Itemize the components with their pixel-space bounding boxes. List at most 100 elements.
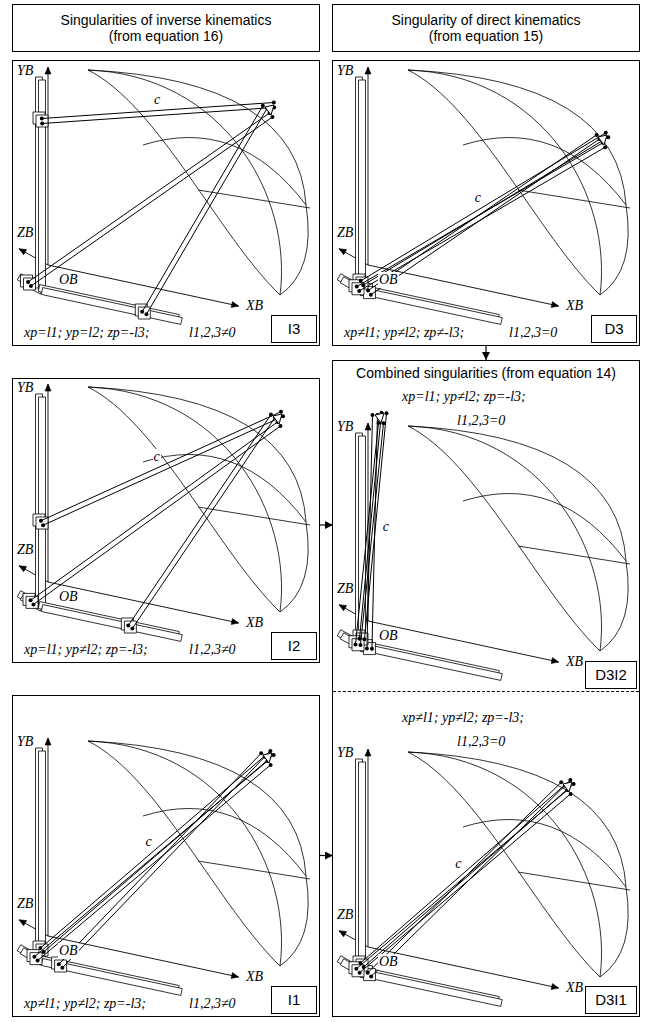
condition-text: l1,2,3≠0: [188, 325, 237, 341]
case-label: D3I2: [595, 666, 627, 683]
axis-arrowhead: [339, 605, 347, 611]
workspace-arc: [463, 494, 626, 562]
condition-text: xp=l1; yp≠l2; zp=-l3;: [23, 642, 149, 658]
case-tag: I3: [271, 315, 317, 343]
joint-dot: [144, 312, 148, 316]
moving-platform: [263, 753, 272, 763]
parallelogram-link: [356, 423, 379, 645]
parallelogram-link: [33, 426, 280, 604]
joint-dot: [26, 280, 30, 284]
parallelogram-link: [360, 780, 570, 963]
workspace-arc: [88, 387, 306, 522]
parallelogram-link: [42, 107, 274, 123]
joint-dot: [57, 962, 61, 966]
guide-beam: [361, 288, 502, 325]
link-label: c: [144, 834, 152, 850]
parallelogram-link: [356, 790, 567, 969]
parallelogram-link: [31, 117, 273, 286]
header-text: Singularity of direct kinematics (from e…: [377, 12, 595, 44]
parallelogram-link: [40, 751, 270, 948]
mechanism-drawing: [13, 379, 319, 662]
link-label: c: [382, 519, 390, 535]
axis-arrowhead: [231, 973, 238, 979]
parallelogram-link: [360, 794, 571, 973]
guide-beam: [359, 80, 366, 291]
workspace-arc: [408, 426, 626, 561]
joint-dot: [126, 624, 130, 628]
moving-platform: [375, 413, 384, 423]
axis-line: [368, 749, 369, 947]
parallelogram-link: [146, 108, 267, 314]
joint-dot: [60, 966, 64, 970]
guide-beam: [340, 277, 363, 294]
joint-dot: [604, 131, 608, 135]
parallelogram-link: [361, 133, 606, 281]
joint-dot: [362, 637, 366, 641]
mechanism-drawing: [13, 61, 319, 345]
axis-label: ZB: [336, 907, 354, 923]
axis-label: OB: [378, 954, 399, 970]
axis-arrowhead: [365, 67, 371, 74]
condition-text: l1,2,3=0: [508, 325, 558, 341]
moving-platform: [563, 782, 572, 792]
joint-dot: [268, 749, 272, 753]
mechanism-drawing: [333, 387, 639, 691]
moving-platform: [273, 414, 282, 424]
singularity-panel: YBZBOBXBcxp=l1; yp≠l2; zp=-l3;l1,2,3=0D3…: [333, 387, 639, 691]
guide-beam: [39, 751, 46, 962]
joint-dot: [279, 410, 283, 414]
workspace-arc: [600, 887, 628, 977]
axis-label: XB: [565, 980, 584, 996]
link-label: c: [153, 92, 161, 108]
joint-dot: [559, 780, 563, 784]
joint-dot: [568, 778, 572, 782]
parallelogram-link: [357, 143, 603, 287]
joint-dot: [354, 643, 358, 647]
joint-dot: [39, 519, 43, 523]
parallelogram-link: [360, 423, 383, 645]
joint-dot: [270, 115, 274, 119]
guide-beam: [39, 397, 46, 608]
parallelogram-link: [360, 413, 382, 639]
guide-beam: [41, 605, 182, 642]
workspace-arc: [408, 70, 602, 295]
joint-dot: [261, 104, 265, 108]
joint-dot: [366, 971, 370, 975]
moving-platform: [265, 105, 274, 115]
workspace-arc: [88, 387, 282, 612]
workspace-arc: [600, 561, 628, 651]
slider-block: [36, 115, 48, 127]
condition-text: xp=l1; yp=l2; zp=-l3;: [23, 325, 151, 341]
axis-arrowhead: [231, 302, 238, 308]
link-label: c: [153, 449, 161, 465]
workspace-arc: [600, 205, 628, 295]
joint-dot: [595, 133, 599, 137]
workspace-axis: [198, 507, 310, 525]
flow-arrow: [485, 346, 486, 360]
case-tag: D3I2: [585, 661, 637, 689]
workspace-axis: [518, 190, 630, 208]
axis-line: [368, 67, 369, 265]
workspace-arc: [408, 752, 602, 977]
axis-label: YB: [336, 745, 354, 761]
joint-dot: [32, 955, 36, 959]
condition-text: xp≠l1; yp≠l2; zp≠-l3;: [343, 325, 465, 341]
joint-dot: [259, 751, 263, 755]
group-title: Combined singularities (from equation 14…: [356, 365, 616, 381]
case-label: D3: [604, 320, 623, 337]
joint-dot: [36, 959, 40, 963]
parallelogram-link: [132, 417, 275, 628]
axis-label: ZB: [336, 581, 354, 597]
singularity-panel: YBZBOBXBcxp≠l1; yp≠l2; zp=-l3;l1,2,3=0D3…: [333, 691, 639, 1016]
joint-dot: [40, 121, 44, 125]
joint-dot: [31, 602, 35, 606]
workspace-axis: [198, 861, 310, 879]
guide-beam: [340, 959, 363, 976]
slider-block: [352, 639, 364, 651]
joint-dot: [269, 763, 273, 767]
workspace-arc: [280, 522, 308, 612]
workspace-arc: [280, 205, 308, 295]
axis-arrowhead: [551, 302, 558, 308]
workspace-arc: [463, 820, 626, 888]
